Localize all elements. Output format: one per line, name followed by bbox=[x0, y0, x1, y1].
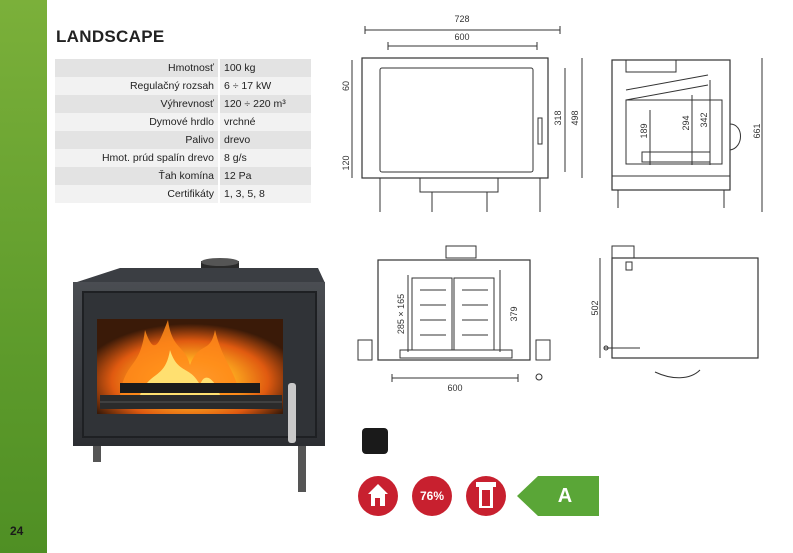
page-number: 24 bbox=[10, 524, 24, 538]
energy-class-arrow bbox=[517, 476, 599, 516]
dim-front-glass: 318 bbox=[553, 110, 563, 125]
spec-label: Regulačný rozsah bbox=[55, 77, 220, 95]
spec-label: Dymové hrdlo bbox=[55, 113, 220, 131]
side-section-drawing bbox=[611, 58, 763, 212]
front-view-labels: 728 600 60 318 498 120 bbox=[341, 14, 580, 171]
product-title: LANDSCAPE bbox=[56, 27, 165, 46]
spec-label: Palivo bbox=[55, 131, 220, 149]
side-section-labels: 189 294 342 661 bbox=[639, 112, 762, 138]
top-view-drawing bbox=[357, 245, 551, 382]
dim-top-depth: 379 bbox=[509, 306, 519, 321]
dim-side-294: 294 bbox=[681, 115, 691, 130]
dim-front-total-width: 728 bbox=[454, 14, 469, 24]
green-sidebar bbox=[0, 0, 47, 553]
spec-value: 1, 3, 5, 8 bbox=[219, 185, 311, 203]
dim-side-total: 661 bbox=[752, 123, 762, 138]
dim-side-342: 342 bbox=[699, 112, 709, 127]
side-outer-drawing bbox=[599, 245, 759, 379]
dim-front-top: 60 bbox=[341, 81, 351, 91]
spec-value: vrchné bbox=[219, 113, 311, 131]
energy-class-label: A bbox=[557, 484, 573, 507]
dim-top-width: 600 bbox=[447, 383, 462, 393]
spec-value: 6 ÷ 17 kW bbox=[219, 77, 311, 95]
chimney-icon bbox=[466, 476, 506, 516]
spec-value: 8 g/s bbox=[219, 149, 311, 167]
spec-value: drevo bbox=[219, 131, 311, 149]
spec-label: Certifikáty bbox=[55, 185, 220, 203]
top-view-labels: 285 × 165 379 600 bbox=[396, 294, 519, 393]
dim-side-189: 189 bbox=[639, 123, 649, 138]
dim-front-height: 498 bbox=[570, 110, 580, 125]
spec-label: Hmot. prúd spalín drevo bbox=[55, 149, 220, 167]
spec-value: 100 kg bbox=[219, 59, 311, 77]
stove-photo bbox=[73, 258, 325, 492]
spec-value: 12 Pa bbox=[219, 167, 311, 185]
spec-label: Ťah komína bbox=[55, 167, 220, 185]
side-outer-labels: 502 bbox=[590, 300, 600, 315]
dim-top-inner: 285 × 165 bbox=[396, 294, 406, 334]
dim-front-inner-width: 600 bbox=[454, 32, 469, 42]
spec-label: Hmotnosť bbox=[55, 59, 220, 77]
house-heat-icon bbox=[358, 476, 398, 516]
efficiency-badge: 76% bbox=[412, 476, 452, 516]
spec-label: Výhrevnosť bbox=[55, 95, 220, 113]
color-swatch-black bbox=[362, 428, 388, 454]
front-view-drawing bbox=[351, 26, 583, 212]
dim-side2-height: 502 bbox=[590, 300, 600, 315]
spec-value: 120 ÷ 220 m³ bbox=[219, 95, 311, 113]
dim-front-bottom: 120 bbox=[341, 155, 351, 170]
